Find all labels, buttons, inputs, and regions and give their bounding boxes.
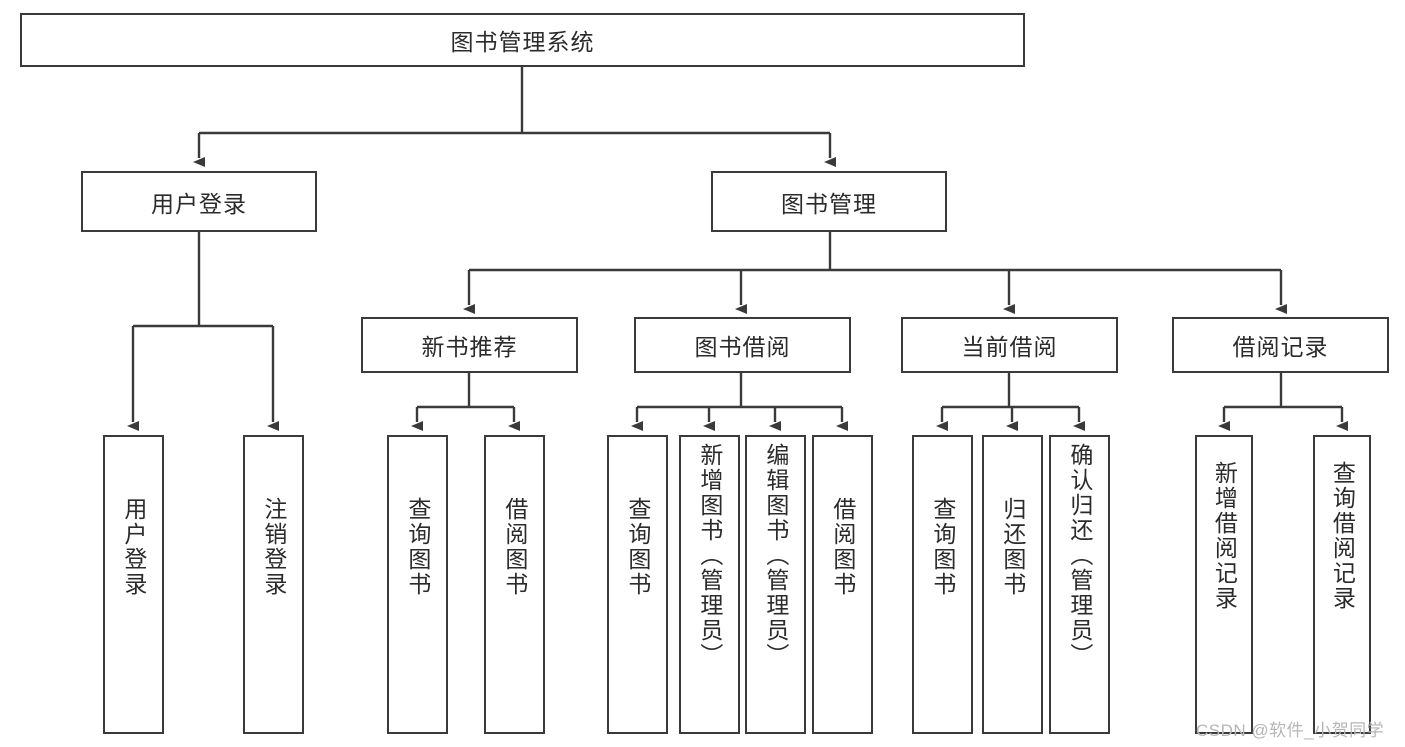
leaf-query-record[interactable]: 查询借阅记录 bbox=[1313, 435, 1371, 734]
leaf-return-book[interactable]: 归还图书 bbox=[982, 435, 1043, 734]
leaf-borrow-book-1-label: 借阅图书 bbox=[501, 497, 528, 597]
node-user-login-label: 用户登录 bbox=[151, 190, 247, 217]
leaf-edit-book[interactable]: 编辑图书（管理员） bbox=[745, 435, 806, 734]
leaf-confirm-return[interactable]: 确认归还（管理员） bbox=[1049, 435, 1110, 734]
node-borrow-record-label: 借阅记录 bbox=[1232, 334, 1329, 360]
node-current-borrow[interactable]: 当前借阅 bbox=[901, 317, 1118, 373]
leaf-borrow-book-2[interactable]: 借阅图书 bbox=[812, 435, 873, 734]
leaf-query-record-label: 查询借阅记录 bbox=[1329, 461, 1356, 611]
leaf-query-book-2[interactable]: 查询图书 bbox=[607, 435, 668, 734]
leaf-query-book-3-label: 查询图书 bbox=[929, 497, 956, 597]
leaf-add-record-label: 新增借阅记录 bbox=[1211, 461, 1238, 611]
leaf-confirm-return-label: 确认归还（管理员） bbox=[1066, 443, 1093, 668]
leaf-query-book-3[interactable]: 查询图书 bbox=[912, 435, 973, 734]
leaf-add-record[interactable]: 新增借阅记录 bbox=[1195, 435, 1253, 734]
leaf-query-book-2-label: 查询图书 bbox=[624, 497, 651, 597]
node-book-borrow[interactable]: 图书借阅 bbox=[634, 317, 851, 373]
leaf-edit-book-label: 编辑图书（管理员） bbox=[762, 443, 789, 668]
leaf-logout-label: 注销登录 bbox=[260, 497, 287, 597]
node-new-book-recommend[interactable]: 新书推荐 bbox=[361, 317, 578, 373]
node-current-borrow-label: 当前借阅 bbox=[961, 334, 1058, 360]
leaf-borrow-book-1[interactable]: 借阅图书 bbox=[484, 435, 545, 734]
node-borrow-record[interactable]: 借阅记录 bbox=[1172, 317, 1389, 373]
leaf-add-book-label: 新增图书（管理员） bbox=[696, 443, 723, 668]
leaf-query-book-1-label: 查询图书 bbox=[404, 497, 431, 597]
leaf-borrow-book-2-label: 借阅图书 bbox=[829, 497, 856, 597]
leaf-return-book-label: 归还图书 bbox=[999, 497, 1026, 597]
leaf-user-login[interactable]: 用户登录 bbox=[103, 435, 164, 734]
node-book-management[interactable]: 图书管理 bbox=[711, 171, 947, 232]
leaf-user-login-label: 用户登录 bbox=[120, 497, 147, 597]
node-root[interactable]: 图书管理系统 bbox=[20, 13, 1025, 67]
watermark-csdn: CSDN @软件_小贺同学 bbox=[1196, 721, 1385, 740]
leaf-logout[interactable]: 注销登录 bbox=[243, 435, 304, 734]
leaf-query-book-1[interactable]: 查询图书 bbox=[387, 435, 448, 734]
node-book-management-label: 图书管理 bbox=[781, 190, 877, 217]
node-new-book-recommend-label: 新书推荐 bbox=[421, 334, 518, 360]
node-book-borrow-label: 图书借阅 bbox=[694, 334, 791, 360]
leaf-add-book[interactable]: 新增图书（管理员） bbox=[679, 435, 740, 734]
node-root-label: 图书管理系统 bbox=[450, 29, 595, 55]
node-user-login[interactable]: 用户登录 bbox=[81, 171, 317, 232]
